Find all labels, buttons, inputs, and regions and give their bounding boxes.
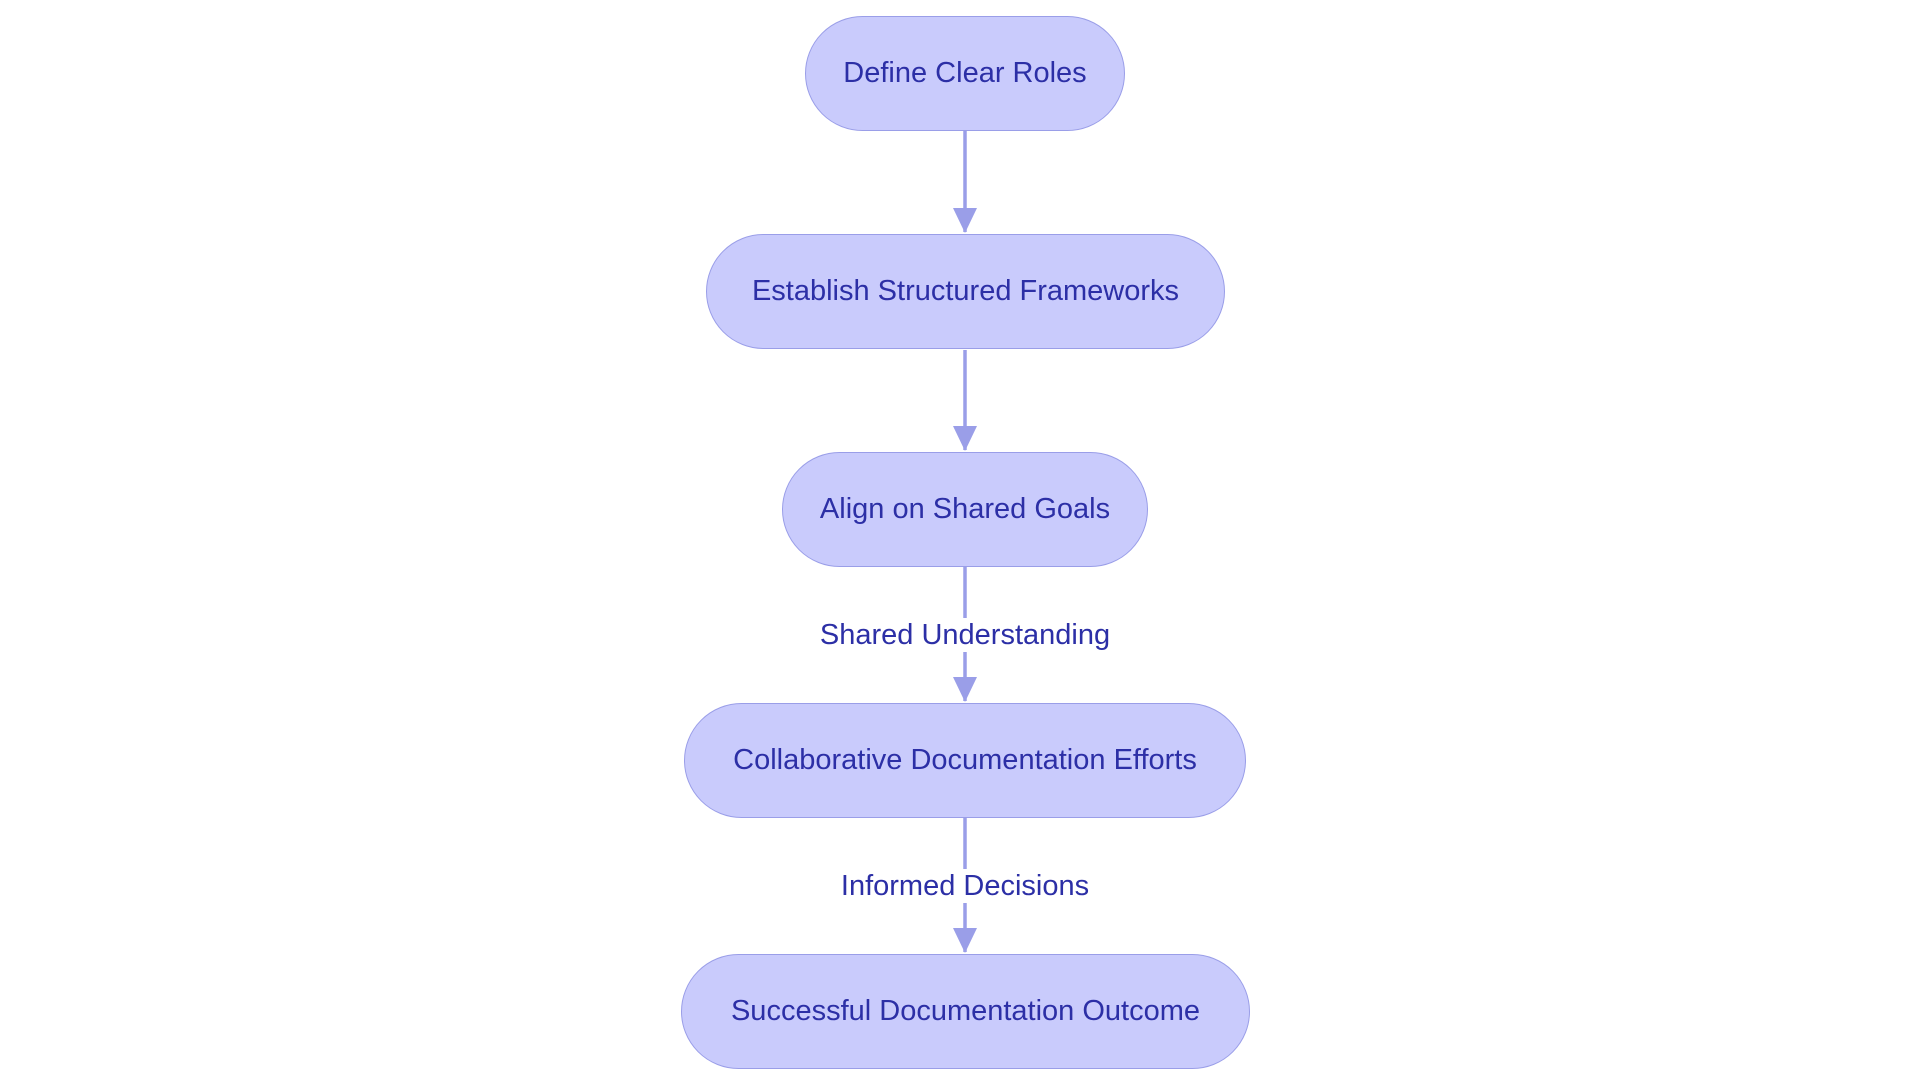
node-align-on-shared-goals: Align on Shared Goals <box>782 452 1148 567</box>
node-successful-documentation-outcome: Successful Documentation Outcome <box>681 954 1250 1069</box>
node-define-clear-roles: Define Clear Roles <box>805 16 1125 131</box>
arrowhead-3-4 <box>953 677 977 702</box>
node-label: Successful Documentation Outcome <box>730 995 1201 1027</box>
arrowhead-2-3 <box>953 426 977 451</box>
node-label: Align on Shared Goals <box>819 493 1111 525</box>
node-label: Establish Structured Frameworks <box>751 275 1180 307</box>
node-label: Define Clear Roles <box>843 57 1087 89</box>
edge-label-informed-decisions: Informed Decisions <box>838 869 1092 903</box>
node-label: Collaborative Documentation Efforts <box>733 744 1197 776</box>
arrowhead-4-5 <box>953 928 977 953</box>
edge-label-shared-understanding: Shared Understanding <box>817 618 1113 652</box>
node-collaborative-documentation-efforts: Collaborative Documentation Efforts <box>684 703 1246 818</box>
arrowhead-1-2 <box>953 208 977 233</box>
node-establish-structured-frameworks: Establish Structured Frameworks <box>706 234 1225 349</box>
